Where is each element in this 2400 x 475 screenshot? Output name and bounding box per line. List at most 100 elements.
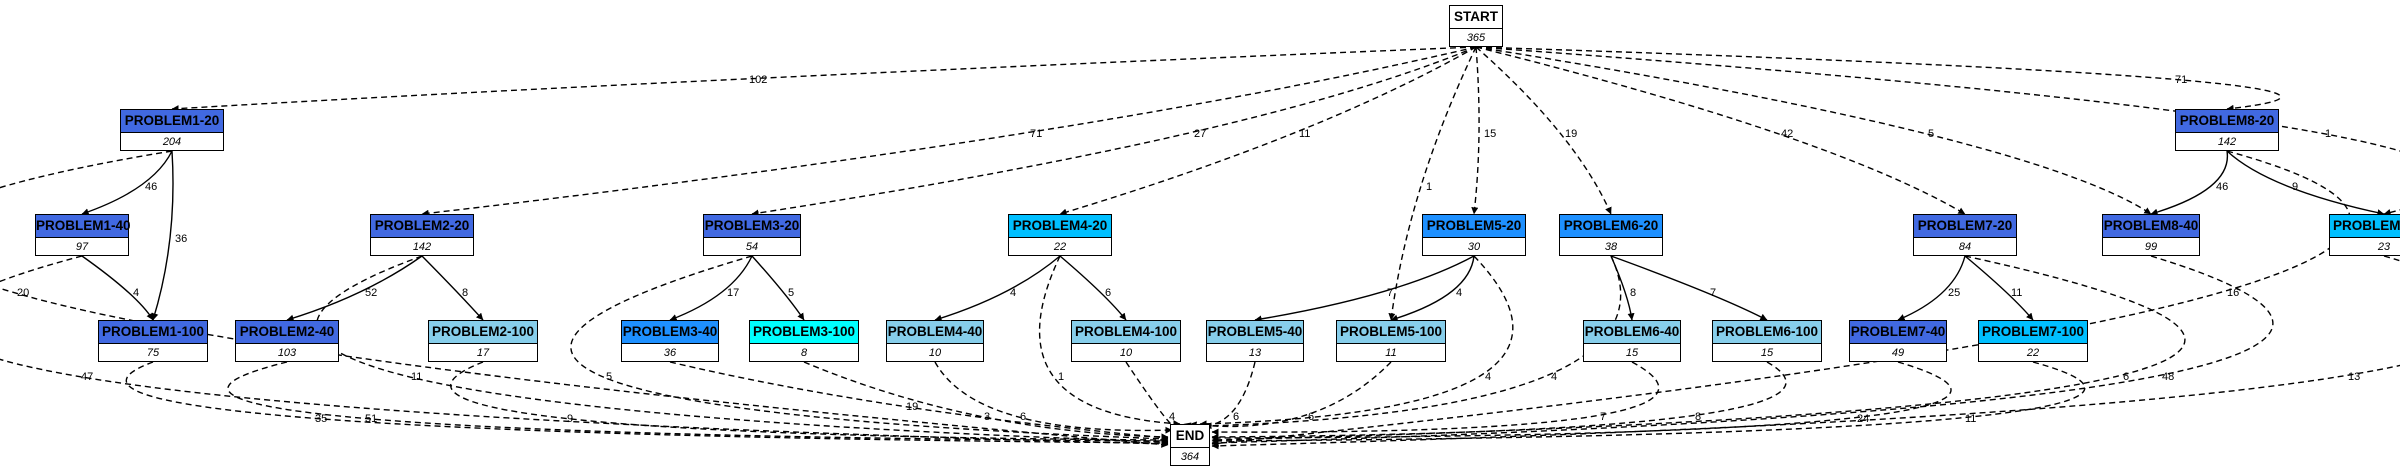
edge-label: 5 bbox=[1928, 128, 1934, 140]
edge-p2-20-to-p2-100 bbox=[421, 255, 484, 321]
edge-p5-20-to-p5-100 bbox=[1390, 255, 1475, 322]
edge-p4-40-to-end bbox=[934, 361, 1173, 434]
node-p6-40: PROBLEM6-40 15 bbox=[1583, 320, 1681, 362]
edge-p4-20-to-p4-40 bbox=[934, 255, 1061, 322]
edge-label: 7 bbox=[1710, 287, 1716, 299]
node-p1-20: PROBLEM1-20 204 bbox=[120, 109, 224, 151]
node-title: PROBLEM8-100 bbox=[2330, 215, 2400, 238]
edge-p7-100-to-end bbox=[1211, 361, 2086, 445]
edge-label: 4 bbox=[1485, 371, 1491, 383]
edge-label: 47 bbox=[81, 371, 93, 383]
edge-p8-20-to-p8-40 bbox=[2150, 150, 2229, 216]
edge-start-to-p8-40 bbox=[1475, 46, 2152, 215]
node-count: 30 bbox=[1467, 241, 1481, 253]
node-title: PROBLEM4-20 bbox=[1009, 215, 1111, 238]
node-p7-20: PROBLEM7-20 84 bbox=[1913, 214, 2017, 256]
edge-p6-100-to-end bbox=[1211, 361, 1787, 441]
edge-start-to-p4-20 bbox=[1059, 46, 1477, 216]
edge-p8-20-to-p8-100 bbox=[2226, 150, 2385, 217]
edge-label: 7 bbox=[1600, 411, 1606, 423]
node-title: PROBLEM2-20 bbox=[371, 215, 473, 238]
edge-label: 6 bbox=[1020, 411, 1026, 423]
node-title: PROBLEM7-20 bbox=[1914, 215, 2016, 238]
node-title: PROBLEM8-40 bbox=[2103, 215, 2199, 238]
edge-p3-20-to-p3-100 bbox=[751, 255, 805, 321]
node-count: 15 bbox=[1760, 347, 1774, 359]
edge-label: 35 bbox=[315, 413, 327, 425]
edge-label: 9 bbox=[567, 413, 573, 425]
node-title: PROBLEM1-100 bbox=[99, 321, 207, 344]
node-title: PROBLEM2-40 bbox=[236, 321, 338, 344]
edge-label: 19 bbox=[906, 401, 918, 413]
edge-label: 4 bbox=[1010, 287, 1016, 299]
node-count: 49 bbox=[1891, 347, 1905, 359]
edge-start-to-p3-20 bbox=[751, 46, 1477, 217]
edge-label: 4 bbox=[133, 287, 139, 299]
node-count: 364 bbox=[1180, 451, 1200, 463]
edge-label: 9 bbox=[2292, 181, 2298, 193]
edge-label: 4 bbox=[1169, 411, 1175, 423]
edge-p6-20-to-p6-100 bbox=[1610, 255, 1768, 321]
edge-start-to-p5-20 bbox=[1471, 46, 1480, 215]
edge-p7-20-to-end bbox=[1211, 255, 2186, 444]
edge-p3-20-to-end bbox=[570, 255, 1169, 443]
node-count: 10 bbox=[928, 347, 942, 359]
node-title: START bbox=[1450, 6, 1502, 29]
node-count: 84 bbox=[1958, 241, 1972, 253]
edge-start-to-p7-20 bbox=[1475, 46, 1966, 215]
edge-p4-20-to-end bbox=[1038, 255, 1181, 428]
node-title: PROBLEM6-40 bbox=[1584, 321, 1680, 344]
node-title: END bbox=[1171, 425, 1209, 448]
node-title: PROBLEM5-20 bbox=[1423, 215, 1525, 238]
edge-label: 5 bbox=[606, 371, 612, 383]
node-count: 11 bbox=[1385, 347, 1397, 359]
node-count: 103 bbox=[277, 347, 297, 359]
edge-p7-20-to-p7-40 bbox=[1897, 255, 1966, 321]
node-count: 10 bbox=[1119, 347, 1133, 359]
edge-label: 19 bbox=[1565, 128, 1577, 140]
edge-label: 7 bbox=[1387, 287, 1393, 299]
edge-p3-20-to-p3-40 bbox=[669, 255, 753, 321]
edge-label: 71 bbox=[1030, 128, 1042, 140]
edge-p6-40-to-end bbox=[1211, 361, 1660, 436]
edge-label: 16 bbox=[2227, 287, 2239, 299]
edge-p7-20-to-p7-100 bbox=[1964, 255, 2034, 321]
edge-p5-20-to-p5-40 bbox=[1254, 255, 1475, 323]
node-count: 204 bbox=[162, 136, 182, 148]
edge-label: 5 bbox=[788, 287, 794, 299]
node-title: PROBLEM5-40 bbox=[1207, 321, 1303, 344]
edge-label: 11 bbox=[1965, 413, 1976, 425]
edge-label: 6 bbox=[1233, 411, 1239, 423]
node-title: PROBLEM3-40 bbox=[622, 321, 718, 344]
edge-label: 52 bbox=[365, 287, 377, 299]
edge-label: 20 bbox=[17, 287, 29, 299]
edge-label: 46 bbox=[2216, 181, 2228, 193]
node-title: PROBLEM7-40 bbox=[1850, 321, 1946, 344]
node-title: PROBLEM8-20 bbox=[2176, 110, 2278, 133]
edge-p6-20-to-p6-40 bbox=[1610, 255, 1635, 321]
edge-p1-40-to-p1-100 bbox=[81, 255, 154, 321]
node-title: PROBLEM3-20 bbox=[704, 215, 800, 238]
node-p5-20: PROBLEM5-20 30 bbox=[1422, 214, 1526, 256]
node-end: END 364 bbox=[1170, 424, 1210, 466]
node-count: 15 bbox=[1625, 347, 1639, 359]
edge-label: 51 bbox=[365, 413, 377, 425]
node-count: 22 bbox=[1053, 241, 1067, 253]
node-title: PROBLEM1-20 bbox=[121, 110, 223, 133]
edge-label: 4 bbox=[1551, 371, 1557, 383]
edge-start-to-p8-100 bbox=[1475, 46, 2400, 216]
node-count: 75 bbox=[146, 347, 160, 359]
edge-label: 8 bbox=[1630, 287, 1636, 299]
edge-p8-40-to-end bbox=[1211, 255, 2274, 447]
